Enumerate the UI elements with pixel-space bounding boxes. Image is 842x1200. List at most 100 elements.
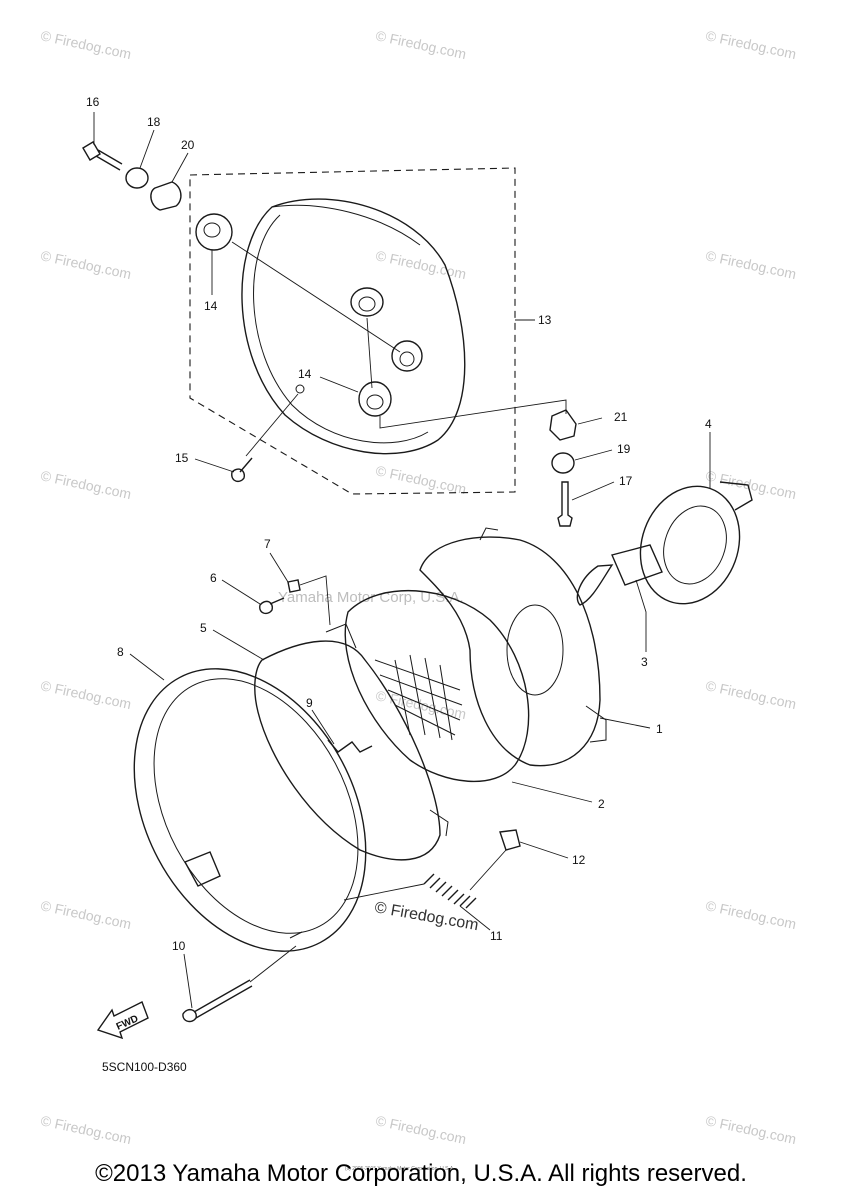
leader-14b [319, 376, 359, 393]
leader-5 [212, 629, 265, 661]
watermark: © Firedog.com [704, 1112, 797, 1147]
bulb-socket-inner [663, 505, 727, 585]
bolt-part-16 [82, 141, 123, 171]
group-boundary-dashed [189, 167, 516, 495]
housing-grommet-right-hole [399, 351, 415, 367]
reflector-bowl [506, 604, 564, 696]
callout-10: 10 [172, 939, 186, 953]
leader-20 [171, 152, 189, 183]
leader-19 [574, 449, 613, 461]
assembly-line [469, 849, 507, 891]
housing-grommet-lower [358, 381, 392, 417]
reflector-part-1 [419, 536, 601, 767]
leader-6 [221, 579, 261, 605]
watermark: © Firedog.com [39, 1112, 132, 1147]
leader-10 [183, 953, 193, 1009]
callout-12: 12 [572, 853, 586, 867]
watermark-layer: © Firedog.com © Firedog.com © Firedog.co… [39, 27, 797, 1147]
callout-16: 16 [86, 95, 100, 109]
housing-grommet-upper-hole [358, 296, 376, 312]
callout-labels: 16 18 20 14 13 14 15 21 19 17 4 7 6 5 8 … [86, 95, 712, 953]
watermark: © Firedog.com [39, 677, 132, 712]
collar-part-21 [549, 409, 577, 441]
fwd-label: FWD [115, 1013, 140, 1032]
screw-part-10 [182, 979, 253, 1023]
nut-part-12 [499, 829, 521, 851]
diagram-code: 5SCN100-D360 [102, 1060, 187, 1074]
housing-grommet-upper [350, 287, 384, 317]
watermark: © Firedog.com [704, 897, 797, 932]
assembly-line [299, 575, 331, 626]
leader-12 [519, 841, 569, 859]
watermark: © Firedog.com [704, 677, 797, 712]
callout-15: 15 [175, 451, 189, 465]
assembly-line [249, 945, 297, 983]
spring-part-11 [423, 873, 477, 909]
leader-11 [459, 905, 491, 931]
callout-14: 14 [204, 299, 218, 313]
callout-2: 2 [598, 797, 605, 811]
mount-ring-lower-tab [429, 809, 449, 837]
watermark: © Firedog.com [704, 27, 797, 62]
callout-18: 18 [147, 115, 161, 129]
rim-screw-hole [289, 931, 303, 939]
nut-part-7 [287, 579, 301, 593]
bulb-socket-tab [719, 481, 753, 511]
copyright-footer: ©2013 Yamaha Motor Corporation, U.S.A. A… [95, 1160, 747, 1187]
housing-rim-edge [271, 204, 421, 246]
callout-5: 5 [200, 621, 207, 635]
housing-screw-hole [295, 384, 305, 394]
watermark: © Firedog.com [374, 1112, 467, 1147]
watermark: © Firedog.com [39, 467, 132, 502]
small-notice: (c) 2005-2015 Yamaha Motor Corporation, … [345, 1166, 455, 1172]
assembly-line [343, 883, 425, 901]
grommet-part-14 [195, 213, 233, 251]
callout-4: 4 [705, 417, 712, 431]
assembly-line [245, 393, 299, 457]
callout-17: 17 [619, 474, 633, 488]
watermark: © Firedog.com [704, 247, 797, 282]
watermark: © Firedog.com [39, 27, 132, 62]
washer-part-18 [125, 167, 149, 189]
headlight-unit-group: FWD [96, 481, 753, 1040]
callout-20: 20 [181, 138, 195, 152]
leader-1 [599, 717, 651, 729]
reflector-top-flange [479, 527, 499, 541]
housing-grommet-right [391, 340, 423, 372]
watermark: © Firedog.com [39, 897, 132, 932]
callout-14: 14 [298, 367, 312, 381]
washer-part-19 [551, 452, 575, 474]
assembly-line [379, 399, 567, 429]
callout-13: 13 [538, 313, 552, 327]
watermark: © Firedog.com [374, 247, 467, 282]
bulb-socket-part-4 [639, 485, 741, 605]
callout-8: 8 [117, 645, 124, 659]
watermark: © Firedog.com [374, 27, 467, 62]
mount-ring-part-5 [254, 640, 441, 861]
grommet-part-14-hole [203, 222, 221, 238]
rim-part-8 [133, 668, 367, 952]
callout-leaders [93, 112, 711, 1009]
collar-part-20 [150, 181, 182, 211]
leader-15 [194, 458, 235, 473]
callout-9: 9 [306, 696, 313, 710]
screw-part-15 [231, 457, 253, 483]
leader-7 [269, 552, 289, 583]
watermark: © Firedog.com [39, 247, 132, 282]
bulb-part-3 [576, 544, 663, 606]
housing-grommet-lower-hole [366, 394, 384, 410]
overlay-watermark: © Firedog.com [373, 899, 480, 934]
callout-21: 21 [614, 410, 628, 424]
mount-ring-tab [325, 623, 357, 649]
watermark: © Firedog.com [374, 462, 467, 497]
leader-21 [577, 417, 603, 425]
callout-3: 3 [641, 655, 648, 669]
clip-part-9 [327, 739, 373, 753]
lens-pattern [374, 654, 463, 741]
leader-17 [571, 481, 615, 501]
lens-part-2 [344, 589, 530, 783]
callout-6: 6 [210, 571, 217, 585]
bolt-part-17 [557, 481, 573, 527]
leader-18 [139, 129, 155, 169]
